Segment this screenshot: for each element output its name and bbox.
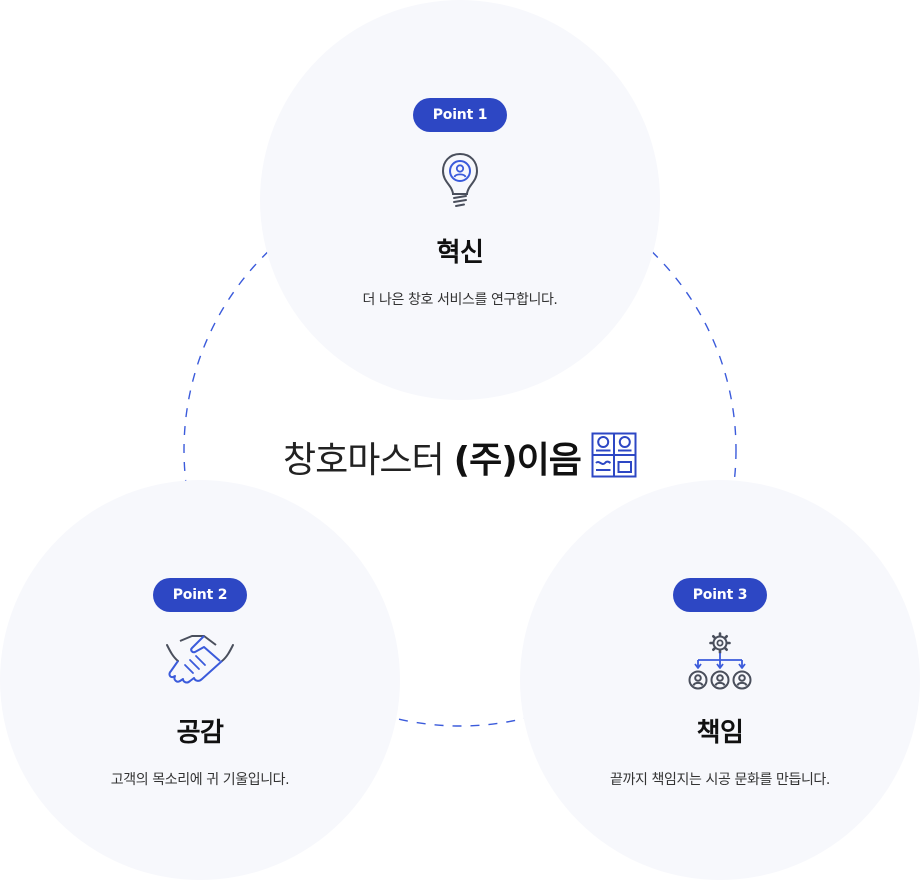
company-logo: 창호마스터 (주)이음 [0,430,920,484]
point-circle-3: Point 3 [520,480,920,880]
handshake-icon [164,630,236,694]
point-circle-2: Point 2 공감 고객의 목소리에 귀 기울입니다. [0,480,400,880]
lightbulb-person-icon [424,150,496,214]
point-circle-1: Point 1 혁신 더 나은 창호 서비스를 연구합니다. [260,0,660,400]
point-badge-3: Point 3 [673,578,767,612]
point-title-1: 혁신 [436,238,484,268]
logo-mark-icon [591,432,637,482]
point-title-2: 공감 [176,718,224,748]
point-title-3: 책임 [696,718,744,748]
company-name-bold: (주)이음 [453,440,582,481]
point-desc-1: 더 나은 창호 서비스를 연구합니다. [362,292,558,308]
gear-team-icon [684,630,756,694]
company-name-regular: 창호마스터 [283,440,445,481]
point-badge-1: Point 1 [413,98,507,132]
point-desc-3: 끝까지 책임지는 시공 문화를 만듭니다. [610,772,830,788]
point-desc-2: 고객의 목소리에 귀 기울입니다. [110,772,290,788]
point-badge-2: Point 2 [153,578,247,612]
